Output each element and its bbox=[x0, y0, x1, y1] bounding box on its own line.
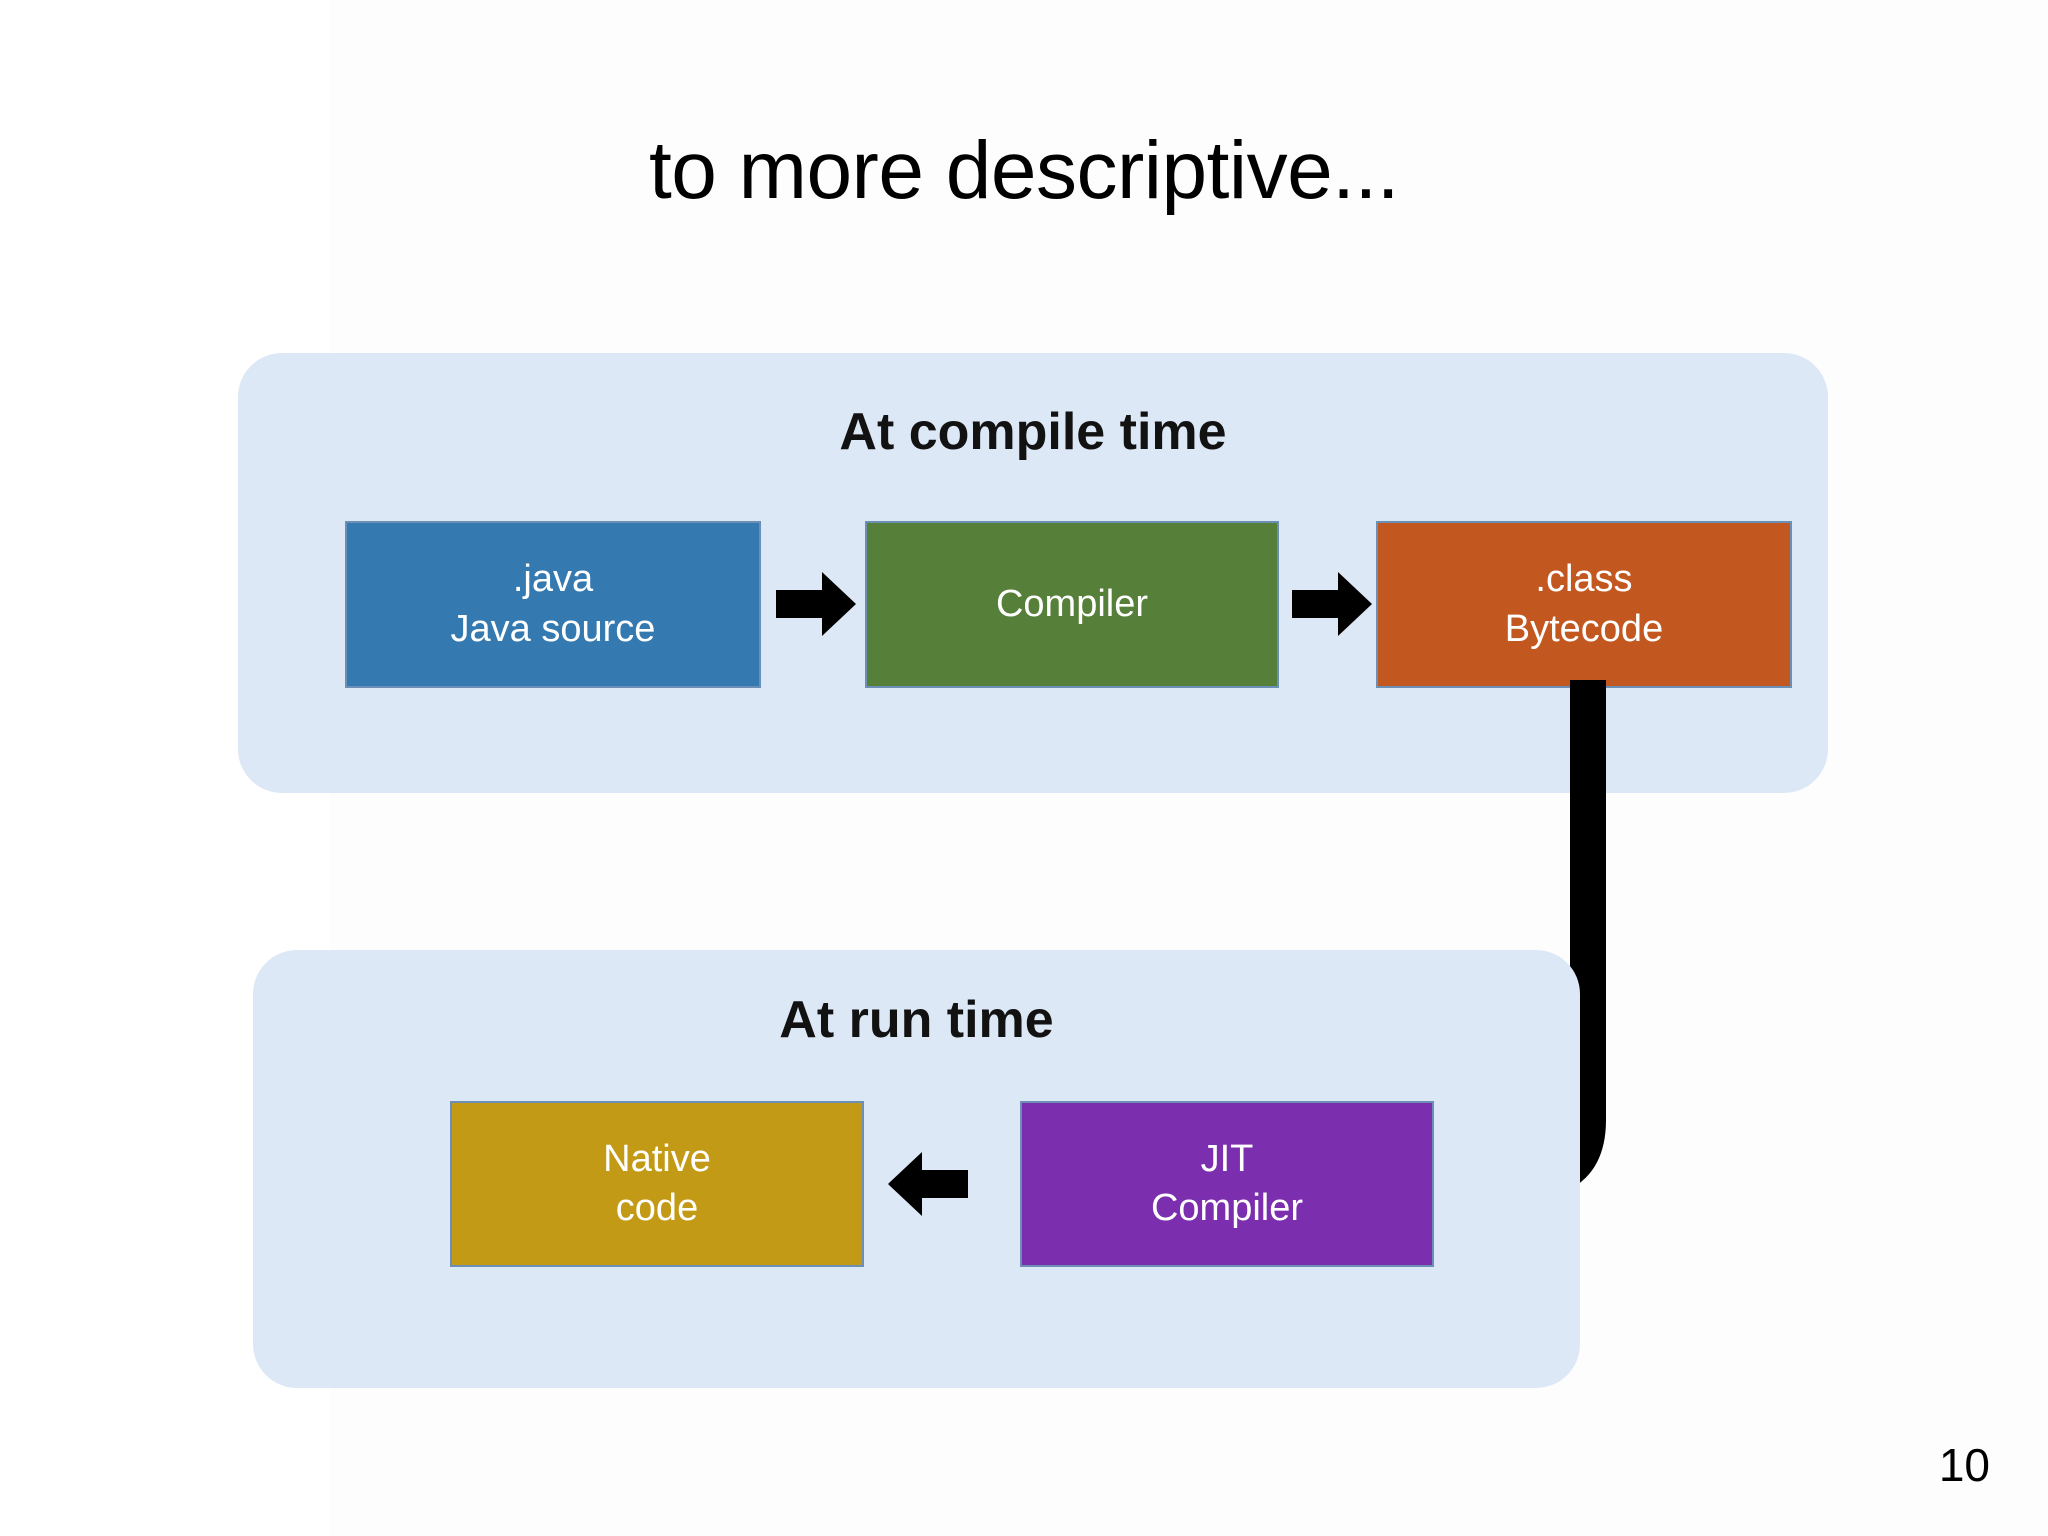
compiler-label: Compiler bbox=[995, 582, 1149, 625]
node-java-source[interactable]: .java Java source bbox=[345, 521, 761, 688]
java-source-line-1: .java bbox=[512, 558, 594, 601]
node-bytecode[interactable]: .class Bytecode bbox=[1376, 521, 1792, 688]
jit-compiler-line-2: Compiler bbox=[1150, 1187, 1304, 1229]
native-code-line-2: code bbox=[615, 1187, 699, 1229]
node-compiler[interactable]: Compiler bbox=[865, 521, 1279, 688]
page-number: 10 bbox=[1938, 1439, 1990, 1491]
node-jit-compiler[interactable]: JIT Compiler bbox=[1020, 1101, 1434, 1267]
native-code-line-1: Native bbox=[603, 1137, 711, 1180]
page-title: to more descriptive... bbox=[648, 125, 1400, 216]
bytecode-line-1: .class bbox=[1535, 558, 1633, 601]
java-source-line-2: Java source bbox=[450, 607, 656, 650]
jit-compiler-line-1: JIT bbox=[1200, 1137, 1254, 1180]
compile-time-heading: At compile time bbox=[839, 403, 1227, 461]
node-native-code[interactable]: Native code bbox=[450, 1101, 864, 1267]
bytecode-line-2: Bytecode bbox=[1504, 607, 1664, 650]
run-time-heading: At run time bbox=[779, 991, 1054, 1049]
